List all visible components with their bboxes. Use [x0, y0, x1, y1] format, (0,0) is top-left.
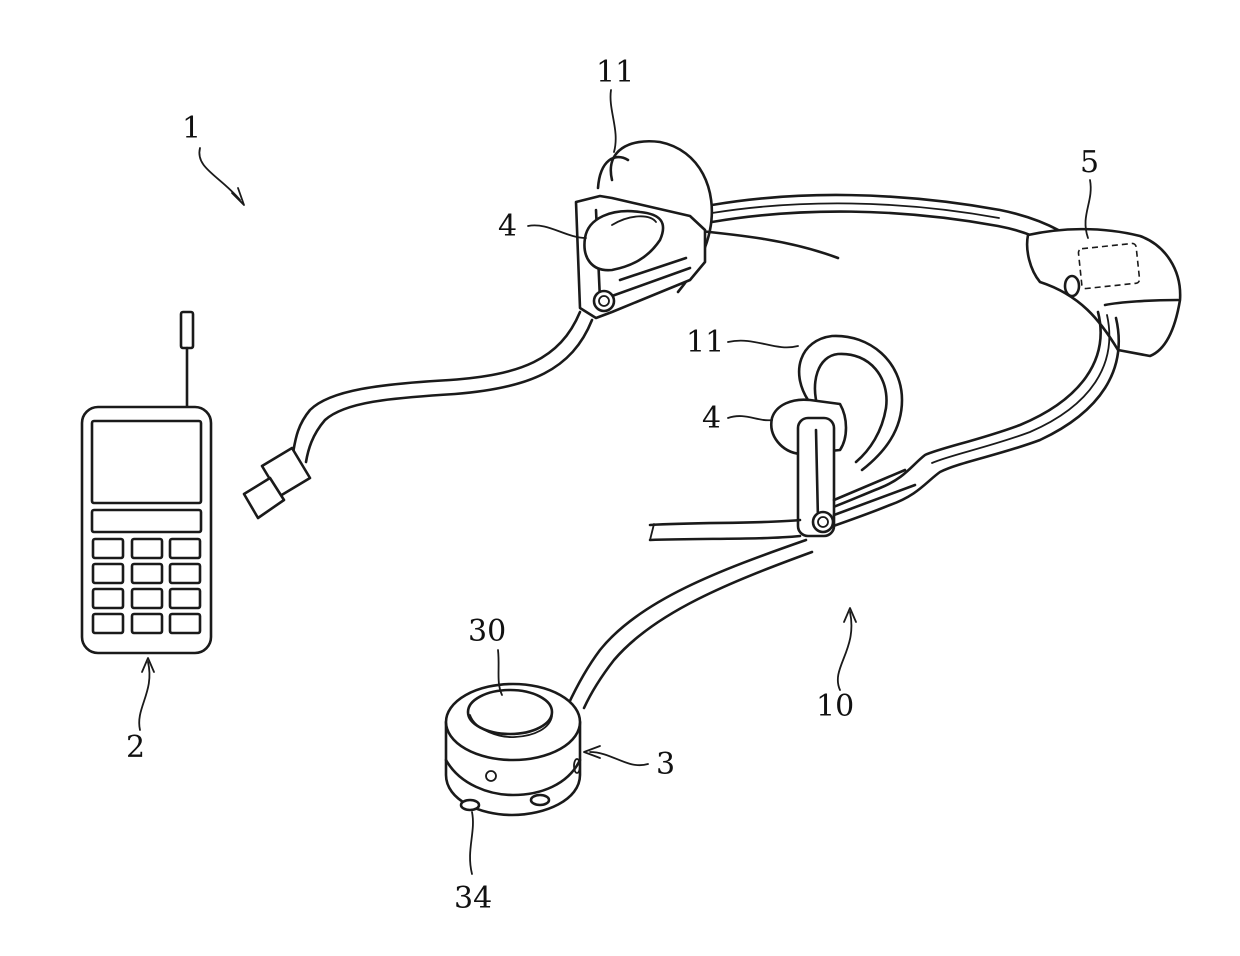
- terminal-antenna: [181, 312, 193, 348]
- mobile-terminal: [82, 312, 211, 653]
- controller-feet: [461, 800, 479, 810]
- label-earpiece-lower: 4: [702, 401, 721, 436]
- terminal-body: [82, 407, 211, 653]
- headband: [690, 195, 1180, 530]
- label-controller-button: 30: [468, 614, 506, 649]
- lower-earpiece-assembly: [650, 336, 915, 540]
- label-ear-hook-upper: 11: [596, 55, 634, 90]
- label-terminal: 2: [126, 730, 145, 765]
- controller: [446, 684, 580, 815]
- label-band-unit: 5: [1080, 145, 1099, 180]
- label-headset: 10: [816, 689, 854, 724]
- band-unit: [1027, 229, 1180, 356]
- label-system: 1: [182, 111, 201, 146]
- usb-cable: [244, 312, 592, 518]
- label-earpiece-upper: 4: [498, 209, 517, 244]
- label-ear-hook-lower: 11: [686, 325, 724, 360]
- label-controller: 3: [656, 747, 675, 782]
- label-controller-feet: 34: [454, 881, 492, 916]
- upper-earpiece-assembly: [576, 141, 712, 318]
- controller-cable: [568, 540, 806, 705]
